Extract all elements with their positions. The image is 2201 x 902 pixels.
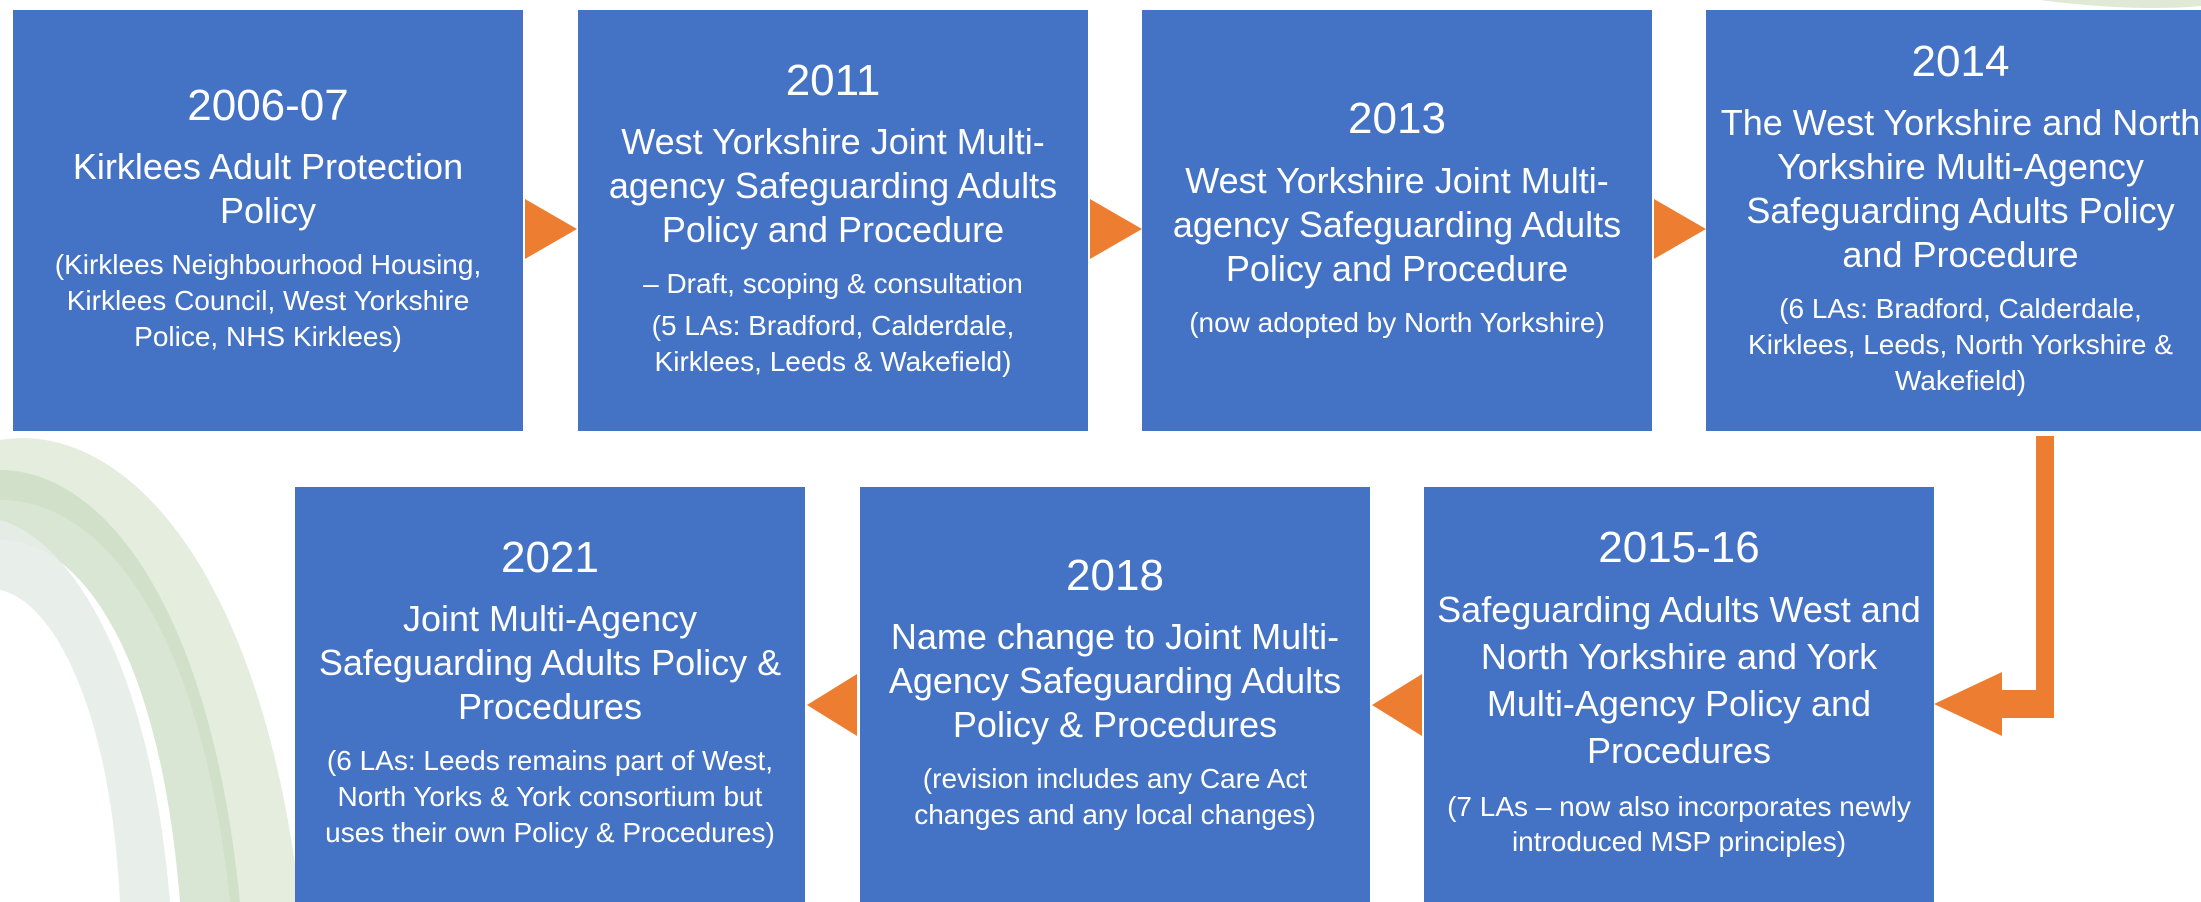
arrow-right-icon [1654, 199, 1706, 259]
arrow-left-icon [1372, 674, 1422, 736]
step-note: – Draft, scoping & consultation [643, 267, 1023, 299]
step-title: The West Yorkshire and North Yorkshire M… [1720, 102, 2201, 275]
arrow-right-icon [1090, 199, 1142, 259]
step-note: (Kirklees Neighbourhood Housing, Kirklee… [54, 248, 482, 352]
step-year: 2018 [1066, 550, 1164, 600]
step-note: (revision includes any Care Act changes … [914, 762, 1316, 830]
timeline-step-2014: 2014 The West Yorkshire and North Yorksh… [1706, 10, 2201, 431]
step-year: 2014 [1911, 36, 2010, 86]
step-note: (now adopted by North Yorkshire) [1189, 306, 1605, 338]
bent-arrow-icon [1934, 436, 2054, 736]
step-title: Joint Multi-Agency Safeguarding Adults P… [318, 598, 782, 727]
timeline-step-2015-16: 2015-16 Safeguarding Adults West and Nor… [1424, 487, 1934, 902]
step-year: 2011 [785, 55, 881, 105]
step-note: (5 LAs: Bradford, Calderdale, Kirklees, … [651, 309, 1015, 377]
step-title: Name change to Joint Multi-Agency Safegu… [888, 616, 1342, 745]
timeline-step-2013: 2013 West Yorkshire Joint Multi-agency S… [1142, 10, 1652, 431]
step-title: West Yorkshire Joint Multi-agency Safegu… [608, 121, 1058, 250]
step-note: (6 LAs: Leeds remains part of West, Nort… [325, 744, 775, 848]
step-note: (6 LAs: Bradford, Calderdale, Kirklees, … [1748, 292, 2173, 396]
timeline-step-2006-07: 2006-07 Kirklees Adult Protection Policy… [13, 10, 523, 431]
arrow-left-icon [807, 674, 857, 736]
timeline-step-2021: 2021 Joint Multi-Agency Safeguarding Adu… [295, 487, 805, 902]
step-year: 2021 [501, 532, 599, 582]
step-year: 2015-16 [1598, 522, 1760, 572]
timeline-step-2011: 2011 West Yorkshire Joint Multi-agency S… [578, 10, 1088, 431]
step-title: Kirklees Adult Protection Policy [72, 146, 464, 232]
step-year: 2006-07 [187, 80, 349, 130]
step-title: West Yorkshire Joint Multi-agency Safegu… [1172, 160, 1622, 289]
step-title: Safeguarding Adults West and North Yorks… [1437, 589, 1921, 771]
step-year: 2013 [1348, 94, 1446, 144]
arrow-right-icon [525, 199, 577, 259]
timeline-step-2018: 2018 Name change to Joint Multi-Agency S… [860, 487, 1370, 902]
step-note: (7 LAs – now also incorporates newly int… [1447, 790, 1911, 858]
